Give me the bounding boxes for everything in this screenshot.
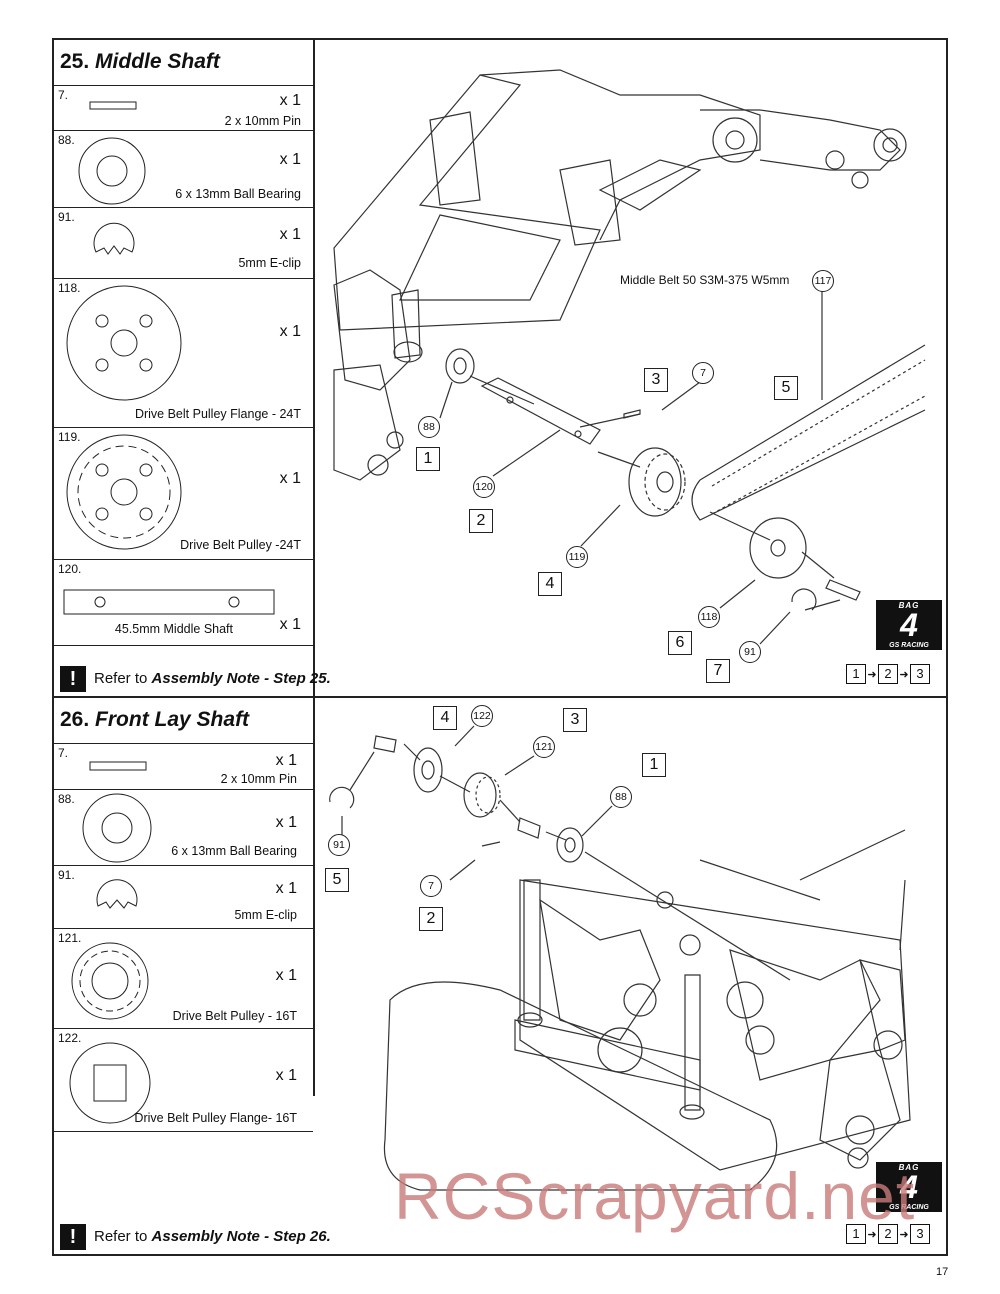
arrow-right-icon: ➜ — [867, 1228, 877, 1241]
callout-119: 119 — [566, 546, 588, 568]
callout-88: 88 — [418, 416, 440, 438]
part-row: 122. x 1 Drive Belt Pulley Flange- 16T — [54, 1029, 313, 1132]
part-row: 121. x 1 Drive Belt Pulley - 16T — [54, 929, 313, 1029]
step-box: 3 — [644, 368, 668, 392]
shaft-icon — [63, 589, 275, 615]
part-row: 119. x 1 Drive Belt Pulley -24T — [54, 428, 313, 560]
step-box: 7 — [706, 659, 730, 683]
page-number: 17 — [936, 1266, 949, 1278]
bag-logo: BAG 4 GS RACING — [876, 600, 942, 650]
bag-logo: BAG 4 GS RACING — [876, 1162, 942, 1212]
assembly-note-25: !Refer to Assembly Note - Step 25. — [60, 666, 331, 692]
part-row: 91. x 1 5mm E-clip — [54, 866, 313, 929]
step-box: 4 — [433, 706, 457, 730]
arrow-right-icon: ➜ — [899, 668, 909, 681]
step-box: 4 — [538, 572, 562, 596]
column-divider — [313, 698, 315, 1096]
callout-7: 7 — [420, 875, 442, 897]
warning-icon: ! — [60, 1224, 86, 1250]
callout-91: 91 — [739, 641, 761, 663]
callout-7: 7 — [692, 362, 714, 384]
watermark: RCScrapyard.net — [394, 1159, 916, 1233]
part-row: 88. x 1 6 x 13mm Ball Bearing — [54, 790, 313, 866]
part-row: 7. x 1 2 x 10mm Pin — [54, 86, 313, 131]
part-row: 91. x 1 5mm E-clip — [54, 208, 313, 279]
step-box: 3 — [563, 708, 587, 732]
callout-118: 118 — [698, 606, 720, 628]
belt-label: Middle Belt 50 S3M-375 W5mm — [620, 273, 790, 287]
step-box: 2 — [419, 907, 443, 931]
pin-icon — [89, 101, 137, 110]
column-divider — [313, 40, 315, 696]
bag-badge: BAG 4 GS RACING — [876, 1162, 942, 1212]
pulley-icon — [71, 942, 149, 1020]
step-box: 1 — [642, 753, 666, 777]
part-row: 118. x 1 Drive Belt Pulley Flange - 24T — [54, 279, 313, 428]
bag-sequence: 1 ➜ 2 ➜ 3 — [846, 664, 930, 684]
callout-122: 122 — [471, 705, 493, 727]
step-box: 1 — [416, 447, 440, 471]
part-row: 120. x 1 45.5mm Middle Shaft — [54, 560, 313, 646]
arrow-right-icon: ➜ — [899, 1228, 909, 1241]
callout-121: 121 — [533, 736, 555, 758]
e-clip-icon — [93, 222, 135, 255]
part-row: 7. x 1 2 x 10mm Pin — [54, 744, 313, 790]
step-box: 5 — [325, 868, 349, 892]
bag-sequence: 1 ➜ 2 ➜ 3 — [846, 1224, 930, 1244]
callout-117: 117 — [812, 270, 834, 292]
pin-icon — [89, 761, 147, 771]
ball-bearing-icon — [78, 137, 146, 205]
callout-120: 120 — [473, 476, 495, 498]
pulley-icon — [66, 434, 182, 550]
callout-88: 88 — [610, 786, 632, 808]
callout-91: 91 — [328, 834, 350, 856]
assembly-note-26: !Refer to Assembly Note - Step 26. — [60, 1224, 331, 1250]
step-25-title: 25. Middle Shaft — [54, 40, 313, 86]
section-divider — [54, 696, 946, 698]
arrow-right-icon: ➜ — [867, 668, 877, 681]
step-box: 2 — [469, 509, 493, 533]
part-row: 88. x 1 6 x 13mm Ball Bearing — [54, 131, 313, 208]
warning-icon: ! — [60, 666, 86, 692]
e-clip-icon — [96, 879, 138, 909]
step-box: 5 — [774, 376, 798, 400]
pulley-flange-icon — [69, 1042, 151, 1124]
bag-badge: BAG 4 GS RACING — [876, 600, 942, 650]
ball-bearing-icon — [82, 793, 152, 863]
page-frame: 25. Middle Shaft 7. x 1 2 x 10mm Pin 88.… — [52, 38, 948, 1256]
pulley-flange-icon — [66, 285, 182, 401]
step-26-title: 26. Front Lay Shaft — [54, 698, 313, 744]
step-box: 6 — [668, 631, 692, 655]
